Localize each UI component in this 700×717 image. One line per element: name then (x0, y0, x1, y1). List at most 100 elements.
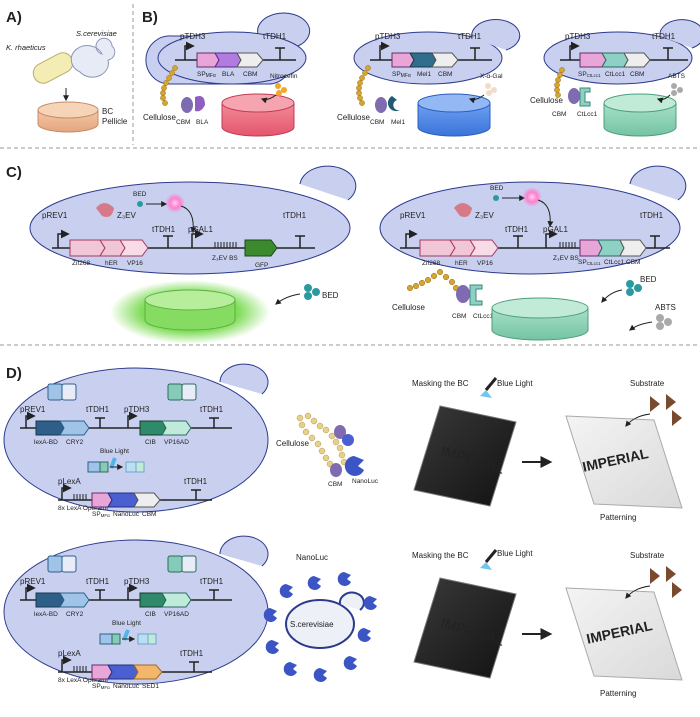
gfp-label: GFP (255, 262, 268, 269)
terminator-c2a: tTDH1 (505, 225, 529, 234)
panel-d-bottom: pREV1 tTDH1 pTDH3 tTDH1 lexA-BD CRY2 CIB… (3, 535, 683, 698)
sed1-gene-label: SED1 (142, 683, 159, 690)
terminator-d1b: tTDH1 (200, 405, 224, 414)
cellulose-label-b2: Cellulose (337, 113, 370, 122)
patterned-bc-d1 (565, 415, 683, 509)
substrate-label-d1: Substrate (630, 379, 665, 388)
cbm-label-b3: CBM (552, 111, 566, 118)
abts-label-c2: ABTS (655, 303, 676, 312)
z3ev-bs-c1 (214, 242, 237, 248)
xgal-molecule (485, 83, 491, 89)
promoter-prev1-c1: pREV1 (42, 211, 68, 220)
k-rhaeticus-cell (32, 52, 74, 84)
substrate-abts-label: ABTS (668, 73, 686, 80)
panel-b-construct-2: pTDH3 tTDH1 SPMFα Mel1 CBM Cellulose CBM… (337, 19, 521, 137)
lexa-bd-label-d1: lexA-BD (34, 439, 58, 446)
panel-c-right: pREV1 Z₃EV BED tTDH1 pGAL1 tTDH1 Zif268 … (379, 165, 687, 341)
z3ev-protein-c1 (96, 203, 114, 217)
gene-lexa-bd-d1 (35, 420, 65, 436)
vp16ad-label-d2: VP16AD (164, 611, 189, 618)
bed-label-c1b: BED (322, 291, 339, 300)
terminator-b2: tTDH1 (458, 32, 482, 41)
activated-z3ev-c1 (165, 193, 185, 213)
nanoluc-gene-label-d2: NanoLuc (113, 683, 140, 690)
pellicle-label-line1: BC (102, 107, 113, 116)
promoter-ptdh3-d2: pTDH3 (124, 577, 150, 586)
z3ev-label-c1: Z₃EV (117, 211, 136, 220)
cbm-gene-label-b3: CBM (630, 71, 644, 78)
substrate-nitrocefin-label: Nitrocefin (270, 73, 298, 80)
sp-label-b2: SPMFα (392, 71, 411, 79)
bc-pellicle (37, 101, 99, 133)
cbm-label-b1: CBM (176, 119, 190, 126)
organism-s-cerevisiae-label: S.cerevisiae (76, 29, 117, 38)
sp-label-d2: SPMFα (92, 683, 110, 690)
promoter-pgal1-c2: pGAL1 (543, 225, 568, 234)
cellulose-label-c2: Cellulose (392, 303, 425, 312)
gene-sed1 (133, 664, 163, 680)
blue-light-label-d1: Blue Light (100, 448, 129, 455)
cbm-gene-label-b2: CBM (438, 71, 452, 78)
promoter-ptdh3-d1: pTDH3 (124, 405, 150, 414)
terminator-b3: tTDH1 (652, 32, 676, 41)
nanoluc-label-d2: NanoLuc (296, 553, 328, 562)
cry2-label-d2: CRY2 (66, 611, 84, 618)
cellulose-chain-c2 (406, 268, 460, 292)
pellicle-label-line2: Pellicle (102, 117, 128, 126)
operator-label-d1: 8x LexA Operator (58, 505, 109, 512)
bla-enzyme-shape (195, 96, 205, 112)
gene-mel1 (409, 52, 437, 68)
promoter-plexa-d2: pLexA (58, 649, 81, 658)
cbm-shape-b1 (181, 97, 193, 113)
cbm-gene-label-c2: CBM (626, 259, 640, 266)
terminator-d1c: tTDH1 (184, 477, 208, 486)
abts-molecule (671, 83, 677, 89)
terminator-d2c: tTDH1 (180, 649, 204, 658)
cry2-protein-d1 (61, 383, 77, 401)
cib-label-d2: CIB (145, 611, 156, 618)
z3ev-label-c2: Z₃EV (475, 211, 494, 220)
gene-cbm-d1 (133, 492, 161, 508)
terminator-c1b: tTDH1 (283, 211, 307, 220)
panel-a: K. rhaeticus S.cerevisiae BC Pellicle (6, 29, 128, 133)
panel-label-c: C) (6, 164, 22, 181)
patterning-label-d2: Patterning (600, 689, 636, 698)
bed-molecule-c1b (304, 284, 312, 292)
promoter-prev1-c2: pREV1 (400, 211, 426, 220)
cib-protein-d1 (167, 383, 183, 401)
gene-zif268-c1 (69, 239, 106, 257)
blue-light-label-mask-d1: Blue Light (497, 379, 533, 388)
yeast-label-d2: S.cerevisiae (290, 620, 334, 629)
promoter-prev1-d2: pREV1 (20, 577, 46, 586)
nanoluc-display-shapes (263, 572, 377, 682)
nitrocefin-molecule (275, 83, 281, 89)
zif268-label-c1: Zif268 (72, 260, 90, 267)
cellulose-chain-b2 (356, 65, 371, 106)
gene-vp16ad-d1 (161, 420, 192, 436)
s-cerevisiae-cell (70, 37, 116, 78)
cellulose-chain-b3 (554, 67, 565, 98)
promoter-pgal1-c1: pGAL1 (188, 225, 213, 234)
bla-gene-label: BLA (222, 71, 235, 78)
terminator-d1a: tTDH1 (86, 405, 110, 414)
cbm-gene-label-d1: CBM (142, 511, 156, 518)
organism-k-rhaeticus-label: K. rhaeticus (6, 43, 46, 52)
patterning-label-d1: Patterning (600, 513, 636, 522)
masked-bc-dark-d1 (413, 405, 517, 507)
blue-light-beam-d1 (109, 457, 117, 469)
substrate-xgal-label: X-α-Gal (480, 73, 503, 80)
promoter-b3: pTDH3 (565, 32, 591, 41)
bed-label-c2b: BED (640, 275, 657, 284)
bc-pellicle-red (221, 93, 295, 137)
promoter-b2: pTDH3 (375, 32, 401, 41)
gene-cbm-b1 (236, 52, 264, 68)
ctlcc1-enzyme-shape (579, 87, 591, 107)
gene-bla-b1 (214, 52, 242, 68)
gene-gfp (244, 239, 278, 257)
cbm-label-d1: CBM (328, 481, 342, 488)
panel-d-top: pREV1 tTDH1 pTDH3 tTDH1 lexA-BD CRY2 CIB… (3, 363, 683, 522)
bed-label-c2: BED (490, 185, 504, 192)
panel-c-left: pREV1 Z₃EV BED tTDH1 pGAL1 tTDH1 Zif268 … (29, 165, 357, 344)
ctlcc1-gene-label-c2: CtLcc1 (604, 259, 625, 266)
gene-cry2-d1 (59, 420, 90, 436)
